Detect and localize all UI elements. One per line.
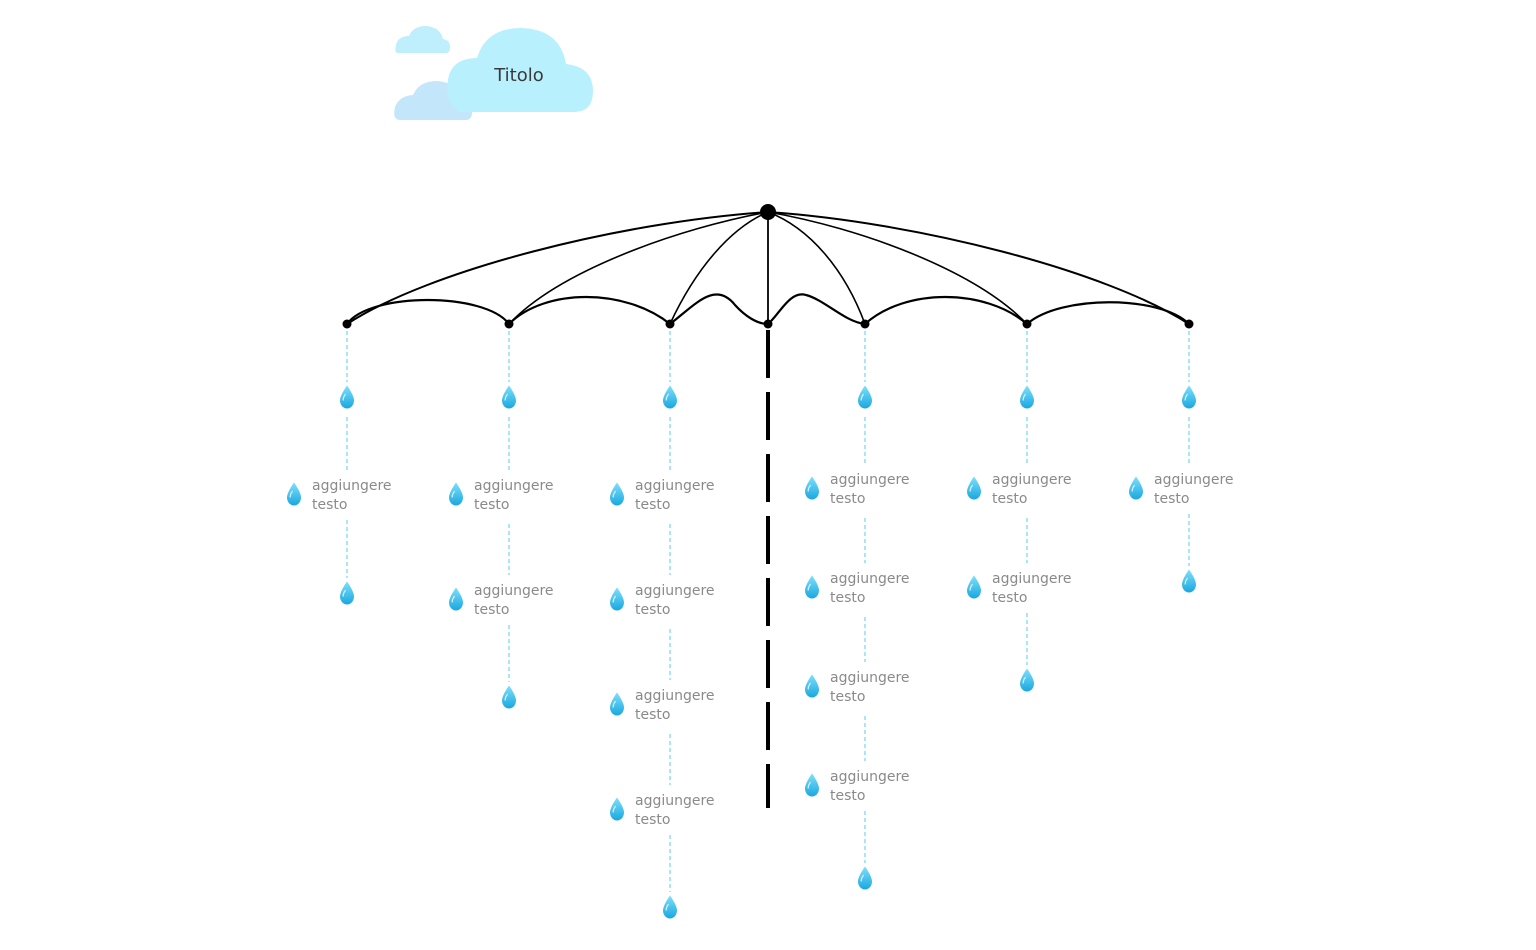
canopy-edge bbox=[668, 293, 770, 326]
raindrop-icon bbox=[804, 674, 820, 698]
canopy-edge bbox=[345, 298, 511, 326]
raindrop-icon bbox=[448, 482, 464, 506]
rib-tip bbox=[1022, 319, 1032, 329]
raindrop-icon bbox=[804, 476, 820, 500]
raindrop-icon bbox=[662, 385, 678, 409]
canopy-edge bbox=[507, 295, 672, 326]
main-cloud-icon bbox=[447, 28, 593, 112]
canopy-edge bbox=[1025, 301, 1191, 326]
umbrella-apex bbox=[760, 204, 776, 220]
rib-tip bbox=[504, 319, 514, 329]
rib-tip bbox=[860, 319, 870, 329]
canopy-edge bbox=[863, 295, 1029, 326]
raindrop-icon bbox=[966, 575, 982, 599]
small-cloud-icon bbox=[395, 26, 450, 53]
raindrop-icon bbox=[339, 581, 355, 605]
raindrop-icon bbox=[804, 575, 820, 599]
raindrop-icon bbox=[609, 482, 625, 506]
raindrop-icon bbox=[501, 685, 517, 709]
raindrop-icon bbox=[804, 773, 820, 797]
umbrella-rib bbox=[767, 211, 866, 325]
umbrella-canopy bbox=[345, 211, 1191, 808]
raindrop-icon bbox=[1181, 569, 1197, 593]
raindrop-icon bbox=[609, 692, 625, 716]
umbrella-rib bbox=[669, 211, 769, 325]
raindrop-icon bbox=[662, 895, 678, 919]
raindrop-icon bbox=[286, 482, 302, 506]
raindrop-icon bbox=[857, 385, 873, 409]
raindrop-icon bbox=[1019, 668, 1035, 692]
raindrop-icon bbox=[448, 587, 464, 611]
rib-tip bbox=[763, 319, 773, 329]
canopy-edge bbox=[766, 293, 867, 326]
diagram-title: Titolo bbox=[493, 65, 544, 86]
umbrella-rib bbox=[767, 211, 1190, 325]
umbrella-rib bbox=[767, 211, 1028, 325]
umbrella-rib bbox=[508, 211, 769, 325]
title-cloud-group: Titolo bbox=[394, 26, 593, 120]
raindrop-icon bbox=[609, 587, 625, 611]
umbrella-rib bbox=[346, 211, 769, 325]
raindrop-icon bbox=[501, 385, 517, 409]
raindrop-icon bbox=[1019, 385, 1035, 409]
rib-tip bbox=[342, 319, 352, 329]
rib-tip bbox=[1184, 319, 1194, 329]
raindrop-icon bbox=[857, 866, 873, 890]
umbrella-joints bbox=[342, 204, 1194, 329]
raindrop-icon bbox=[339, 385, 355, 409]
raindrop-icon bbox=[1128, 476, 1144, 500]
raindrop-icon bbox=[609, 797, 625, 821]
raindrop-icon bbox=[1181, 385, 1197, 409]
rib-tip bbox=[665, 319, 675, 329]
raindrop-icon bbox=[966, 476, 982, 500]
